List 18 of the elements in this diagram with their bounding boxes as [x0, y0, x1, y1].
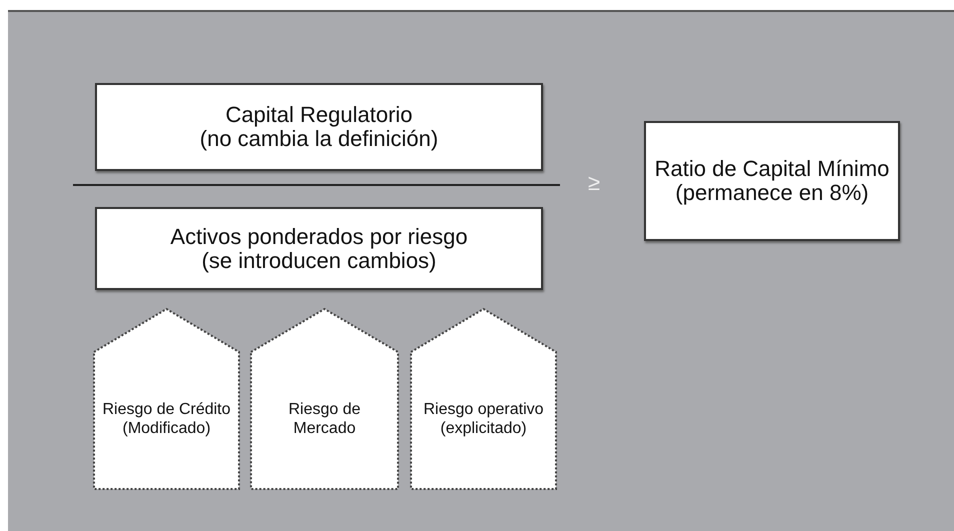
text-box — [95, 207, 543, 290]
box-title: Ratio de Capital Mínimo — [654, 157, 890, 181]
box-note: (no cambia la definición) — [200, 127, 438, 151]
pentagon-shape — [250, 308, 399, 490]
pentagon-shape — [93, 308, 240, 490]
box-title: Riesgo de Mercado — [287, 400, 362, 438]
inequality-sign: ≥ — [588, 170, 600, 196]
box-title: Riesgo de Crédito — [102, 400, 231, 419]
pentagon-shape — [410, 308, 557, 490]
box-note: (explicitado) — [440, 419, 527, 438]
box-note: (se introducen cambios) — [202, 248, 436, 272]
box-note: (permanece en 8%) — [675, 181, 869, 205]
box-title: Activos ponderados por riesgo — [170, 224, 468, 248]
text-box — [95, 83, 543, 171]
box-title: Riesgo operativo — [423, 400, 544, 419]
box-note: (Modificado) — [122, 419, 211, 438]
box-title: Capital Regulatorio — [225, 103, 413, 127]
text-box — [644, 121, 900, 241]
